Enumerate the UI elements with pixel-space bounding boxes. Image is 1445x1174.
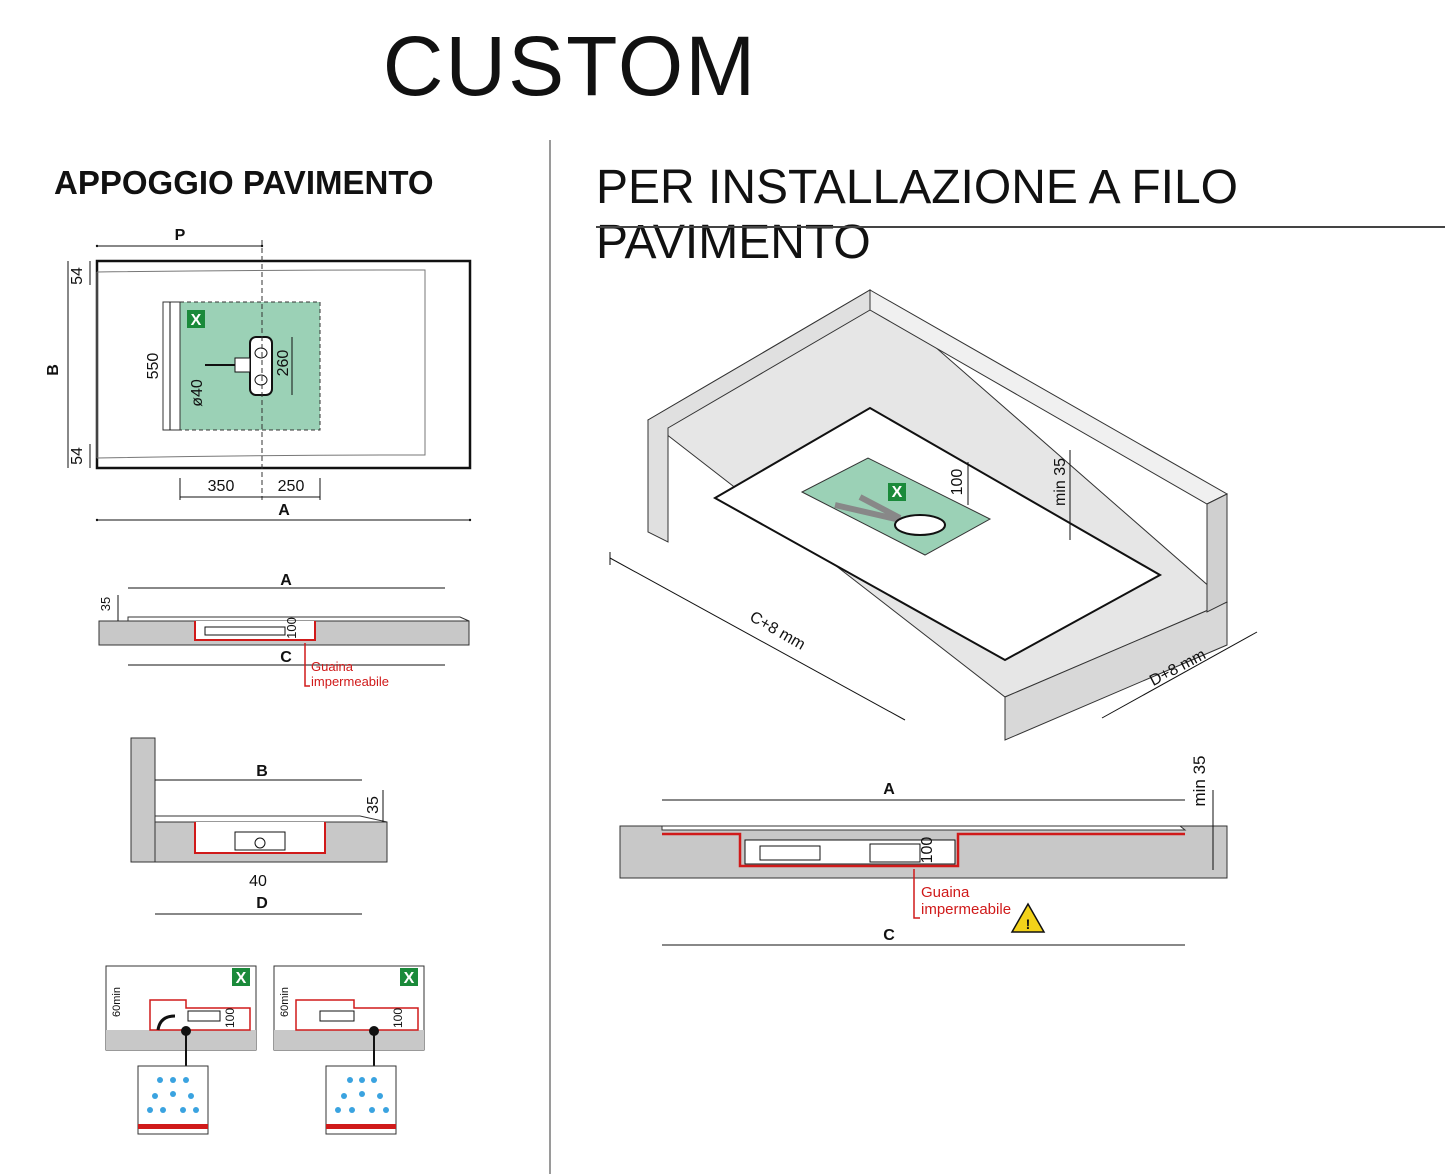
s2-dim-35: 35 — [365, 796, 382, 814]
detail-right-60: 60min — [279, 987, 291, 1017]
left-heading: APPOGGIO PAVIMENTO — [54, 164, 434, 201]
detail-left-60: 60min — [111, 987, 123, 1017]
s3-dim-a: A — [883, 781, 895, 798]
right-heading: PER INSTALLAZIONE A FILO PAVIMENTO — [596, 161, 1238, 269]
iso-dim-min35: min 35 — [1052, 458, 1069, 506]
section-view-1: A 35 100 C Guaina impermeabile — [98, 572, 470, 689]
plan-view: X P B 54 54 550 ø40 260 350 250 A — [45, 227, 472, 522]
dim-label-p: P — [175, 227, 186, 244]
dim-label-a: A — [278, 502, 290, 519]
s1-dim-a: A — [280, 572, 292, 589]
svg-text:!: ! — [1026, 916, 1031, 932]
s1-dim-100: 100 — [284, 617, 299, 639]
dim-350: 350 — [208, 478, 235, 495]
dim-label-b: B — [45, 364, 62, 376]
detail-left-zone: X — [236, 970, 247, 987]
s3-dim-min35: min 35 — [1190, 755, 1209, 806]
zone-badge-plan — [187, 310, 205, 328]
s1-dim-c: C — [280, 649, 292, 666]
dim-54-bottom: 54 — [69, 447, 86, 465]
s3-dim-100: 100 — [919, 837, 936, 864]
iso-zone: X — [892, 484, 903, 501]
section-view-3: A min 35 100 Guaina impermeabile ! C — [619, 755, 1228, 946]
isometric-view: X 100 min 35 C+8 mm D+8 mm — [609, 289, 1258, 741]
dim-ø40: ø40 — [189, 379, 206, 407]
detail-left: X 60min 100 — [105, 965, 257, 1135]
detail-left-100: 100 — [223, 1008, 237, 1028]
s1-dim-35: 35 — [98, 597, 113, 611]
s2-dim-d: D — [256, 895, 268, 912]
section-view-2: B 35 40 D — [130, 737, 388, 915]
s3-dim-c: C — [883, 927, 895, 944]
s1-membrane-1: Guaina — [311, 659, 354, 674]
dim-54-top: 54 — [69, 267, 86, 285]
s2-dim-b: B — [256, 763, 268, 780]
iso-dim-100: 100 — [949, 469, 966, 496]
s3-membrane-2: impermeabile — [921, 901, 1011, 918]
dim-260: 260 — [275, 350, 292, 377]
page-title: CUSTOM — [382, 19, 758, 113]
detail-right: X 60min 100 — [273, 965, 425, 1135]
dim-550: 550 — [145, 353, 162, 380]
iso-dim-c8: C+8 mm — [747, 609, 808, 654]
zone-label: X — [191, 312, 202, 329]
warning-icon — [1010, 902, 1046, 933]
dim-250: 250 — [278, 478, 305, 495]
right-heading-rule — [596, 226, 1445, 228]
s3-membrane-1: Guaina — [921, 884, 970, 901]
detail-right-100: 100 — [391, 1008, 405, 1028]
s1-membrane-2: impermeabile — [311, 674, 389, 689]
column-divider — [549, 140, 551, 1174]
detail-right-zone: X — [404, 970, 415, 987]
s2-dim-40: 40 — [249, 873, 267, 890]
